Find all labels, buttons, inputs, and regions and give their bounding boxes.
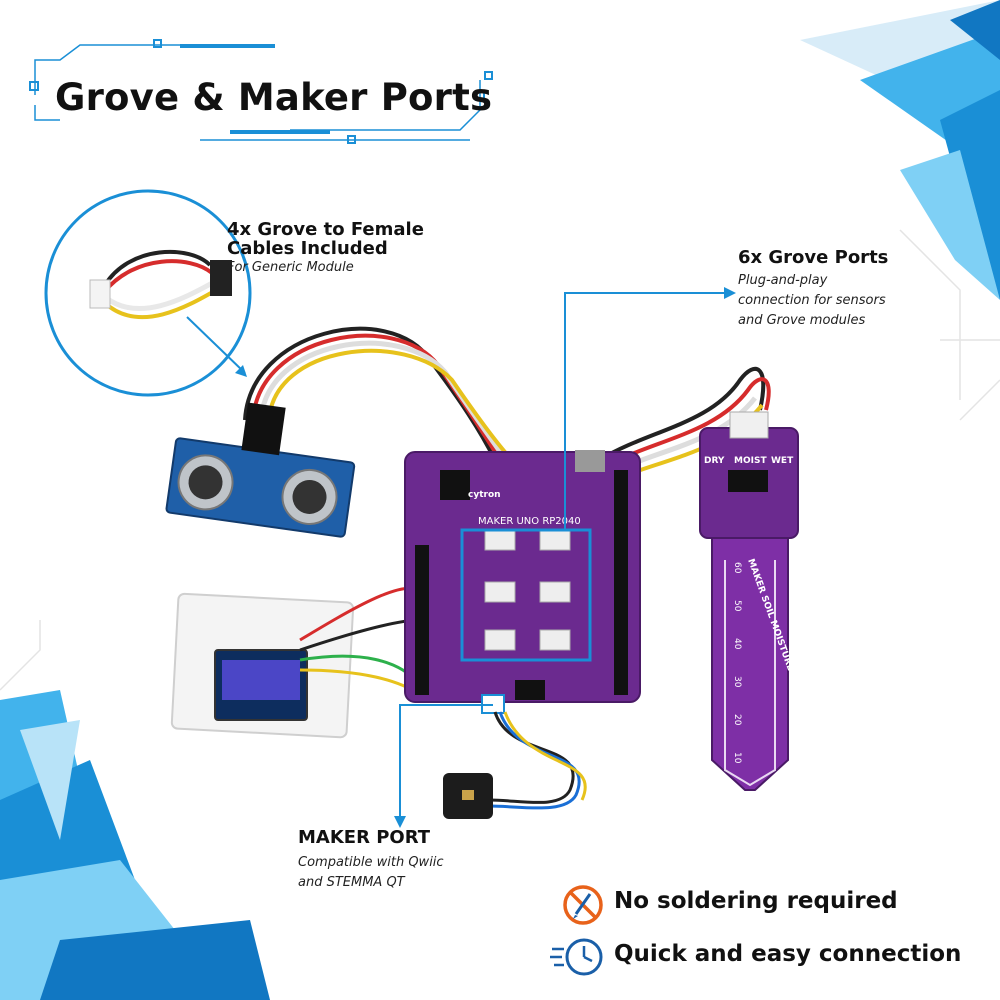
breadboard bbox=[170, 592, 355, 739]
feature-no-soldering-label: No soldering required bbox=[614, 888, 898, 914]
soil-scale-tick: 30 bbox=[732, 676, 742, 688]
quick-clock-icon bbox=[550, 938, 603, 976]
page-title: Grove & Maker Ports bbox=[55, 76, 493, 119]
grove-callout: 6x Grove Ports Plug-and-play connection … bbox=[738, 248, 888, 331]
maker-sub-1: Compatible with Qwiic bbox=[298, 855, 444, 870]
board-label: MAKER UNO RP2040 bbox=[478, 516, 581, 527]
maker-callout: MAKER PORT Compatible with Qwiic and STE… bbox=[298, 828, 444, 893]
grove-sub-2: connection for sensors bbox=[738, 293, 886, 308]
cables-callout: 4x Grove to Female Cables Included For G… bbox=[227, 220, 424, 278]
grove-highlight bbox=[460, 528, 592, 662]
ultrasonic-sensor bbox=[165, 402, 356, 538]
cables-heading-1: 4x Grove to Female bbox=[227, 219, 424, 240]
soil-scale-tick: 50 bbox=[732, 600, 742, 612]
grove-heading: 6x Grove Ports bbox=[738, 247, 889, 268]
soil-wet-label: WET bbox=[771, 456, 794, 466]
soil-scale-tick: 10 bbox=[732, 752, 742, 764]
cables-sub: For Generic Module bbox=[227, 260, 354, 275]
maker-uno-board bbox=[404, 450, 641, 714]
soil-scale-tick: 40 bbox=[732, 638, 742, 650]
soil-scale-tick: 60 bbox=[732, 562, 742, 574]
soil-moist-label: MOIST bbox=[734, 456, 767, 466]
cable-inset bbox=[44, 189, 252, 397]
no-soldering-icon bbox=[563, 885, 603, 925]
soil-moisture-sensor bbox=[699, 411, 799, 791]
cable-arrow bbox=[186, 316, 247, 377]
feature-quick-connection-label: Quick and easy connection bbox=[614, 941, 962, 967]
soil-scale: 60 50 40 30 20 10 bbox=[732, 562, 742, 764]
board-brand: cytron bbox=[468, 490, 501, 500]
soil-dry-label: DRY bbox=[704, 456, 725, 466]
grove-sub-3: and Grove modules bbox=[738, 313, 866, 328]
cables-heading-2: Cables Included bbox=[227, 238, 388, 259]
grove-sub-1: Plug-and-play bbox=[738, 273, 828, 288]
soil-scale-tick: 20 bbox=[732, 714, 742, 726]
maker-sub-2: and STEMMA QT bbox=[298, 875, 405, 890]
maker-heading: MAKER PORT bbox=[298, 827, 431, 848]
